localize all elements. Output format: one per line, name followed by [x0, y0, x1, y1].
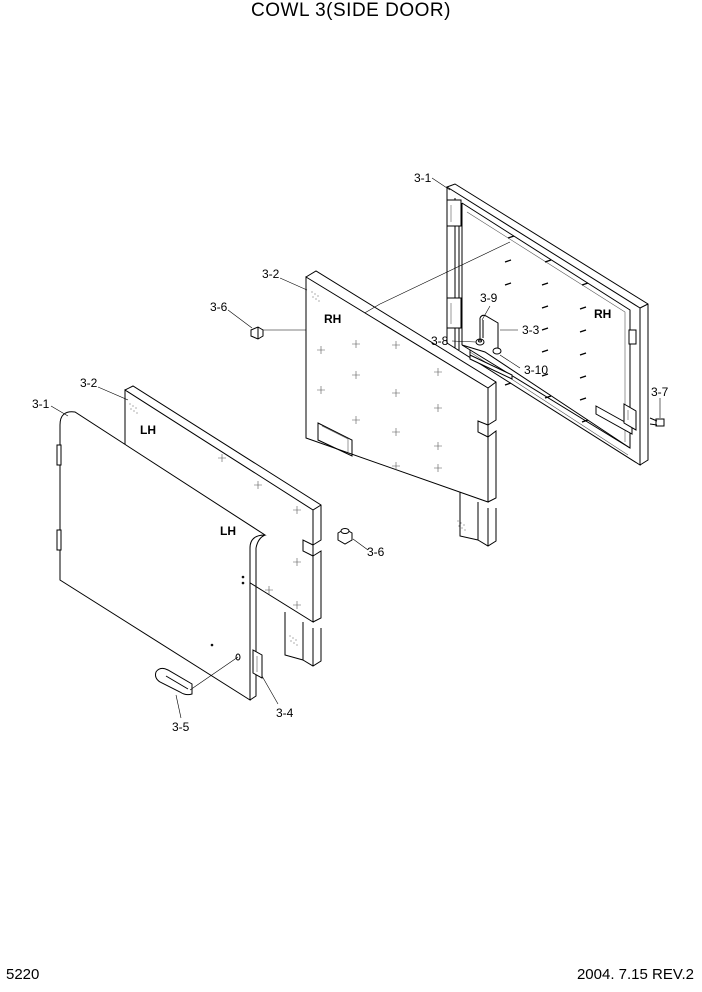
- leader-lines: [50, 177, 661, 719]
- callout-rh-nut: 3-10: [524, 363, 548, 377]
- page-number: 5220: [6, 966, 40, 983]
- lh-door-marker: LH: [220, 524, 236, 538]
- callout-rh-bracket: 3-9: [480, 291, 498, 305]
- callout-lh-handle: 3-5: [172, 720, 190, 734]
- callout-rh-washer: 3-8: [431, 334, 449, 348]
- lh-handle: [155, 667, 193, 696]
- callout-rh-bolt: 3-7: [651, 385, 669, 399]
- rh-door-frame: [446, 183, 665, 466]
- callout-rh-door: 3-1: [414, 171, 432, 185]
- guide-line: [379, 241, 511, 305]
- page-title: COWL 3(SIDE DOOR): [251, 0, 451, 21]
- revision-date: 2004. 7.15 REV.2: [576, 966, 694, 983]
- callout-rh-latch: 3-3: [522, 323, 540, 337]
- callout-lh-door: 3-1: [32, 397, 50, 411]
- callout-rh-pin: 3-6: [210, 300, 228, 314]
- lh-hinge: [252, 649, 263, 679]
- rh-pin: [250, 326, 264, 340]
- lh-outer-door: [56, 411, 267, 701]
- callout-rh-panel: 3-2: [262, 267, 280, 281]
- lh-pin: [337, 528, 353, 545]
- callout-lh-pin: 3-6: [367, 545, 385, 559]
- callout-lh-panel: 3-2: [80, 376, 98, 390]
- rh-inner-panel: [305, 270, 497, 547]
- lh-panel-marker: LH: [140, 423, 156, 437]
- rh-panel-marker: RH: [324, 312, 341, 326]
- callout-lh-hinge: 3-4: [276, 706, 294, 720]
- rh-frame-marker: RH: [594, 307, 611, 321]
